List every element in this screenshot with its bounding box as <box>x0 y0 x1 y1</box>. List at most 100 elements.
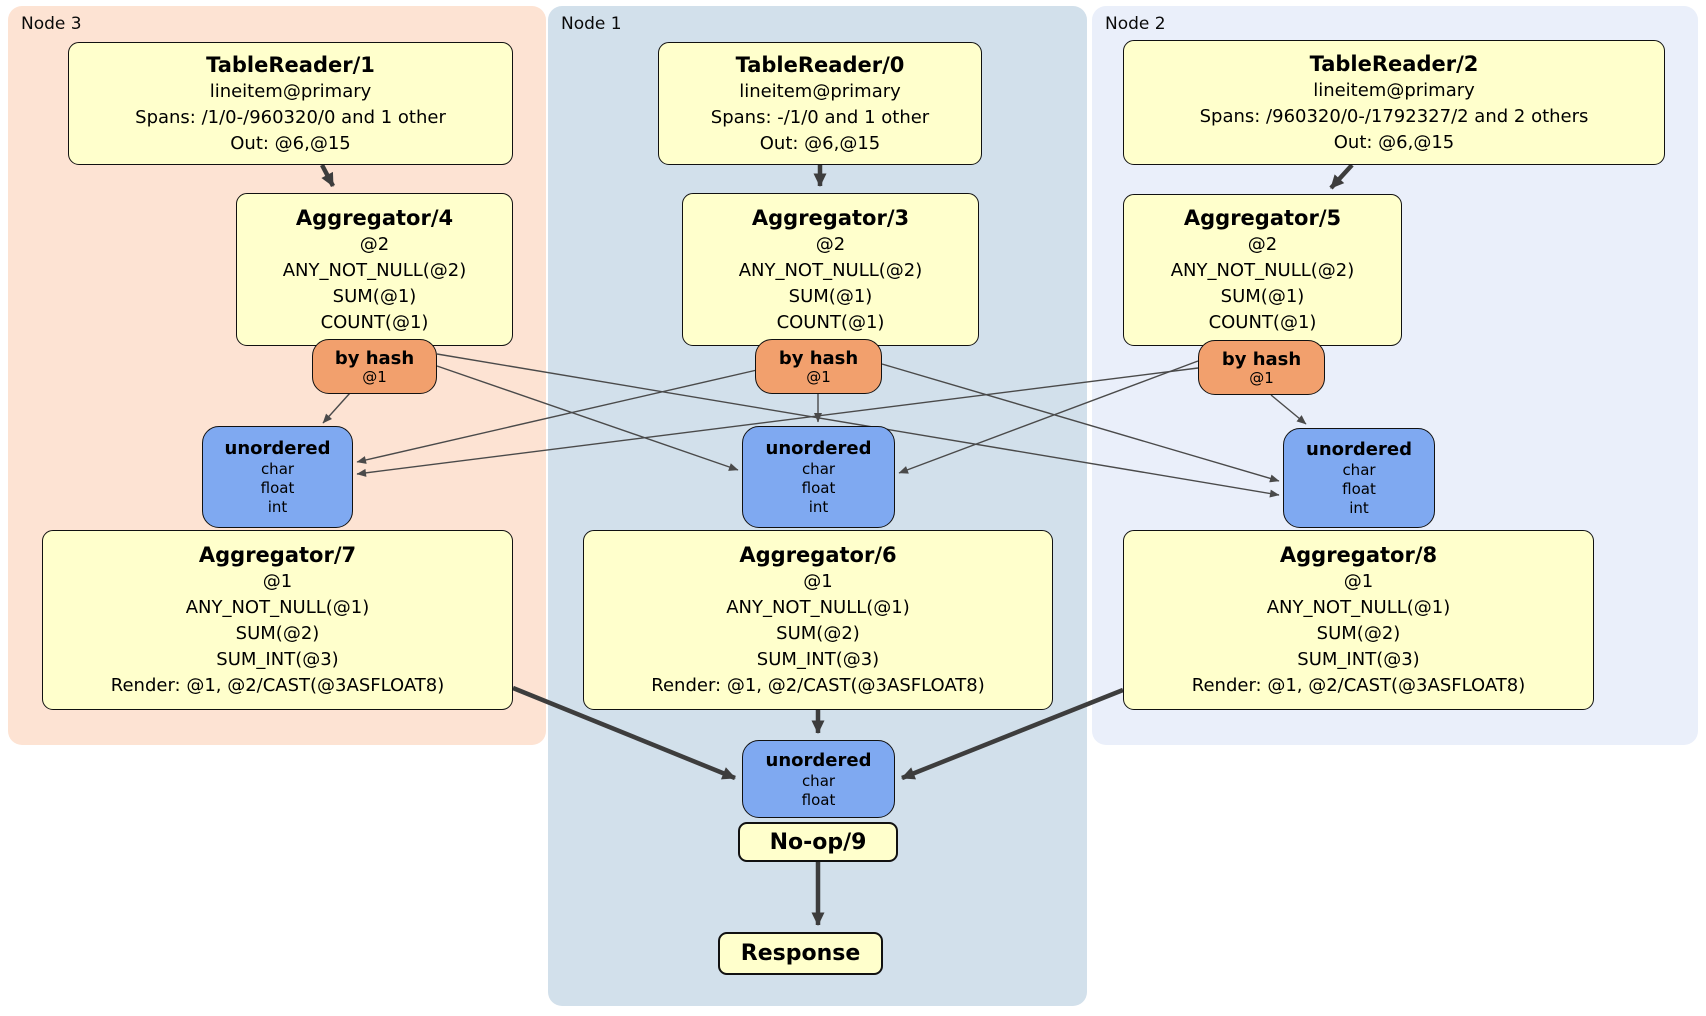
agg-fn: SUM(@2) <box>235 623 320 644</box>
agg-fn: SUM(@2) <box>776 623 860 644</box>
processor-aggregator-7: Aggregator/7 @1 ANY_NOT_NULL(@1) SUM(@2)… <box>42 530 513 710</box>
sync-type: char <box>801 460 836 478</box>
edge-hashL-syncL <box>322 392 351 424</box>
processor-title: TableReader/1 <box>206 52 375 77</box>
agg-group-cols: @2 <box>359 233 390 255</box>
processor-title: Aggregator/5 <box>1183 206 1342 230</box>
processor-out: Out: @6,@15 <box>759 132 881 154</box>
sync-unordered-final: unordered char float <box>742 740 895 818</box>
processor-index: lineitem@primary <box>1313 79 1475 101</box>
sync-title: unordered <box>224 438 331 459</box>
agg-fn: SUM_INT(@3) <box>216 649 339 670</box>
sync-type: char <box>801 771 836 790</box>
edge-hashL-syncM <box>436 365 739 471</box>
router-columns: @1 <box>806 367 831 386</box>
agg-fn: SUM(@1) <box>332 285 417 307</box>
processor-aggregator-5: Aggregator/5 @2 ANY_NOT_NULL(@2) SUM(@1)… <box>1123 194 1402 346</box>
agg-fn: SUM(@2) <box>1316 623 1401 644</box>
processor-title: TableReader/2 <box>1309 51 1479 76</box>
sync-unordered-right: unordered char float int <box>1283 428 1435 528</box>
agg-fn: ANY_NOT_NULL(@2) <box>1170 260 1355 281</box>
agg-group-cols: @2 <box>815 233 846 255</box>
agg-fn: SUM(@1) <box>788 285 873 307</box>
sync-title: unordered <box>765 749 872 771</box>
agg-group-cols: @2 <box>1247 234 1278 255</box>
router-title: by hash <box>334 347 415 369</box>
processor-index: lineitem@primary <box>739 80 901 102</box>
processor-title: Aggregator/7 <box>198 543 357 567</box>
sync-type: char <box>1342 461 1376 479</box>
agg-render: Render: @1, @2/CAST(@3ASFLOAT8) <box>1191 675 1526 696</box>
sync-type: int <box>1349 499 1369 517</box>
processor-title: Aggregator/6 <box>739 543 897 567</box>
router-by-hash-left: by hash @1 <box>312 339 437 394</box>
sync-type: char <box>260 460 295 478</box>
edge-hashR-syncR <box>1270 394 1307 425</box>
agg-fn: COUNT(@1) <box>776 311 885 333</box>
processor-title: Aggregator/4 <box>295 205 454 230</box>
edge-agg7-syncF <box>512 685 736 781</box>
router-title: by hash <box>1221 348 1302 370</box>
node-group-label: Node 1 <box>561 14 622 34</box>
node-group-label: Node 2 <box>1105 14 1166 34</box>
processor-tablereader-0: TableReader/0 lineitem@primary Spans: -/… <box>658 42 982 165</box>
processor-spans: Spans: /960320/0-/1792327/2 and 2 others <box>1199 105 1589 127</box>
processor-title: No-op/9 <box>769 829 867 855</box>
agg-fn: ANY_NOT_NULL(@1) <box>1266 597 1451 618</box>
processor-aggregator-6: Aggregator/6 @1 ANY_NOT_NULL(@1) SUM(@2)… <box>583 530 1053 710</box>
edge-tr2-agg5 <box>1329 163 1354 190</box>
agg-fn: ANY_NOT_NULL(@1) <box>185 597 370 618</box>
processor-aggregator-4: Aggregator/4 @2 ANY_NOT_NULL(@2) SUM(@1)… <box>236 193 513 346</box>
router-by-hash-right: by hash @1 <box>1198 340 1325 395</box>
processor-aggregator-3: Aggregator/3 @2 ANY_NOT_NULL(@2) SUM(@1)… <box>682 193 979 346</box>
sync-title: unordered <box>1306 439 1412 460</box>
response-title: Response <box>740 941 861 966</box>
edge-hashM-syncL <box>356 369 758 464</box>
agg-fn: SUM_INT(@3) <box>756 649 880 670</box>
processor-index: lineitem@primary <box>209 80 372 102</box>
processor-noop-9: No-op/9 <box>738 822 898 862</box>
agg-group-cols: @1 <box>803 571 833 592</box>
edge-tr1-agg4 <box>320 163 335 188</box>
agg-fn: ANY_NOT_NULL(@2) <box>282 259 467 281</box>
router-columns: @1 <box>362 367 387 386</box>
processor-title: Aggregator/3 <box>751 205 910 230</box>
node-group-label: Node 3 <box>21 14 82 34</box>
sync-unordered-left: unordered char float int <box>202 426 353 528</box>
processor-spans: Spans: /1/0-/960320/0 and 1 other <box>135 106 446 128</box>
agg-fn: ANY_NOT_NULL(@1) <box>726 597 910 618</box>
agg-group-cols: @1 <box>1343 571 1374 592</box>
agg-fn: COUNT(@1) <box>1208 312 1317 333</box>
sync-type: float <box>801 479 836 497</box>
processor-spans: Spans: -/1/0 and 1 other <box>710 106 930 128</box>
agg-fn: SUM(@1) <box>1220 286 1305 307</box>
sync-type: float <box>801 790 836 809</box>
agg-render: Render: @1, @2/CAST(@3ASFLOAT8) <box>110 675 445 696</box>
edge-agg8-syncF <box>901 687 1124 781</box>
sync-type: float <box>1342 480 1376 498</box>
router-columns: @1 <box>1249 368 1274 387</box>
agg-fn: ANY_NOT_NULL(@2) <box>738 259 923 281</box>
edge-hashR-syncL <box>356 367 1199 477</box>
agg-group-cols: @1 <box>262 571 293 592</box>
agg-fn: COUNT(@1) <box>320 311 429 333</box>
sync-title: unordered <box>765 438 872 459</box>
sync-type: int <box>808 498 829 516</box>
edge-hashL-syncR <box>436 353 1280 498</box>
processor-out: Out: @6,@15 <box>230 132 351 154</box>
sync-type: int <box>267 498 288 516</box>
processor-aggregator-8: Aggregator/8 @1 ANY_NOT_NULL(@1) SUM(@2)… <box>1123 530 1594 710</box>
processor-out: Out: @6,@15 <box>1333 131 1455 153</box>
agg-render: Render: @1, @2/CAST(@3ASFLOAT8) <box>651 675 985 696</box>
sync-type: float <box>260 479 295 497</box>
sync-unordered-middle: unordered char float int <box>742 426 895 528</box>
router-by-hash-middle: by hash @1 <box>755 339 882 394</box>
processor-title: Aggregator/8 <box>1279 543 1438 567</box>
processor-tablereader-1: TableReader/1 lineitem@primary Spans: /1… <box>68 42 513 165</box>
processor-title: TableReader/0 <box>735 52 905 77</box>
router-title: by hash <box>778 347 859 369</box>
edge-hashR-syncM <box>898 360 1199 474</box>
agg-fn: SUM_INT(@3) <box>1297 649 1420 670</box>
